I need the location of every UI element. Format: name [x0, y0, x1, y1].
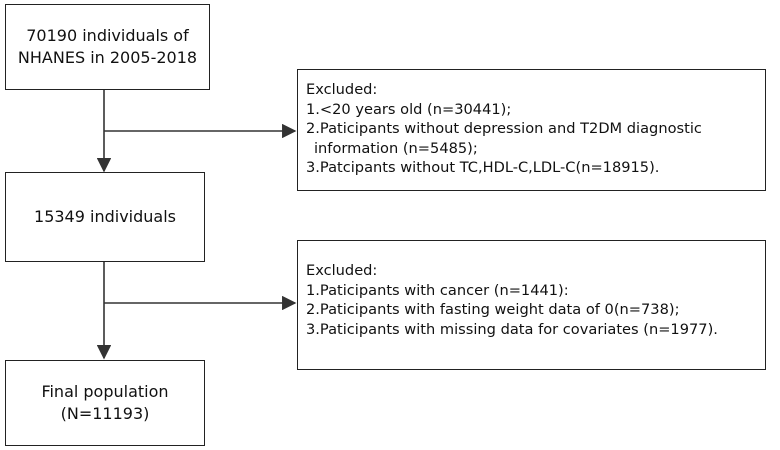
final-population-box: Final population (N=11193) — [5, 360, 205, 446]
start-population-box: 70190 individuals of NHANES in 2005-2018 — [5, 4, 210, 90]
exclusion-1-item: 3.Patcipants without TC,HDL-C,LDL-C(n=18… — [306, 159, 660, 176]
exclusion-2-item: 1.Paticipants with cancer (n=1441): — [306, 281, 569, 299]
exclusion-1-item: 1.<20 years old (n=30441); — [306, 100, 512, 118]
middle-population-box: 15349 individuals — [5, 172, 205, 262]
exclusion-box-2: Excluded: 1.Paticipants with cancer (n=1… — [297, 240, 766, 370]
exclusion-box-1: Excluded: 1.<20 years old (n=30441); 2.P… — [297, 69, 766, 191]
exclusion-1-item: information (n=5485); — [314, 139, 478, 157]
final-line-1: Final population — [41, 382, 169, 401]
exclusion-2-item: 3.Paticipants with missing data for cova… — [306, 320, 718, 338]
start-line-2: NHANES in 2005-2018 — [17, 48, 198, 67]
middle-line-1: 15349 individuals — [34, 207, 176, 226]
exclusion-2-item: 2.Paticipants with fasting weight data o… — [306, 301, 680, 318]
exclusion-2-title: Excluded: — [306, 262, 378, 279]
start-line-1: 70190 individuals of — [26, 26, 189, 45]
exclusion-1-title: Excluded: — [306, 81, 378, 98]
final-line-2: (N=11193) — [60, 404, 150, 423]
exclusion-1-item: 2.Paticipants without depression and T2D… — [306, 120, 702, 137]
